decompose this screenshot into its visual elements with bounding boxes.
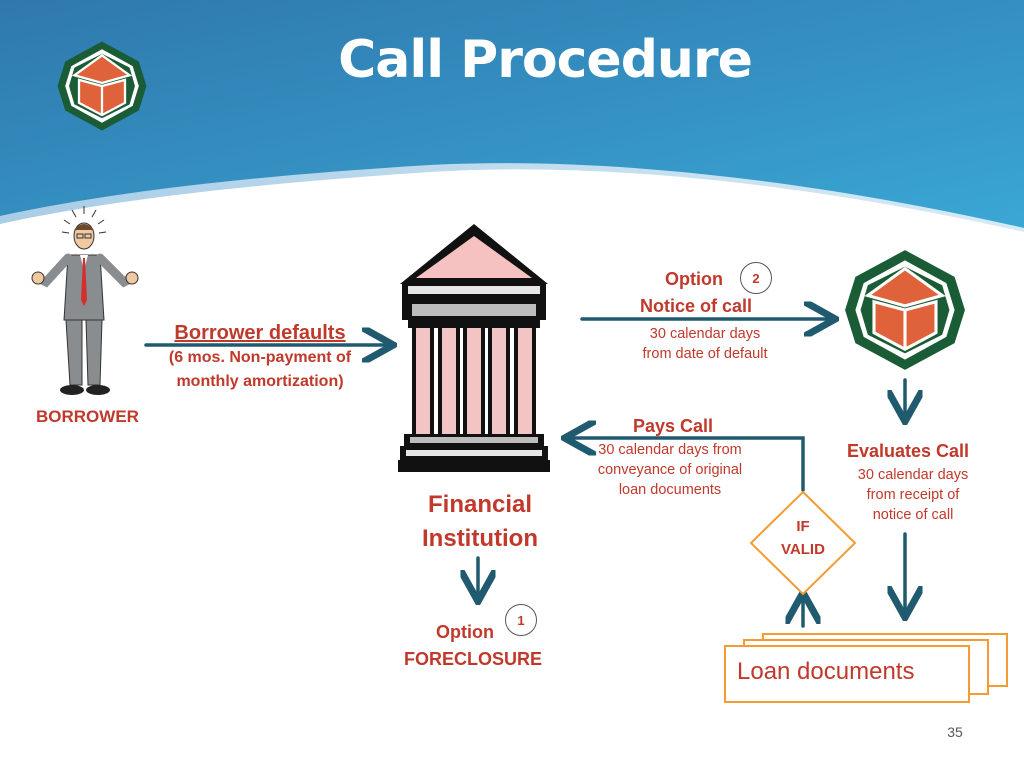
financial-institution-line2: Institution (422, 525, 538, 552)
borrower-defaults-heading: Borrower defaults (174, 322, 346, 344)
option2-number-badge: 2 (740, 262, 772, 294)
pays-call-heading: Pays Call (633, 416, 714, 436)
pays-call-detail: 30 calendar days from conveyance of orig… (580, 440, 760, 500)
header-banner (0, 0, 1024, 232)
agency-logo-icon (845, 250, 965, 370)
option2-detail: 30 calendar days from date of default (610, 324, 800, 364)
borrower-defaults-block: Borrower defaults (6 mos. Non-payment of… (150, 320, 370, 394)
loan-documents-stack (724, 633, 1008, 703)
evaluates-call-detail-3: notice of call (872, 507, 954, 523)
pays-call-detail-1: 30 calendar days from (598, 442, 742, 458)
pays-call-detail-3: loan documents (618, 482, 722, 498)
option2-label: Option (665, 269, 723, 289)
option2-detail-1: 30 calendar days (649, 326, 761, 342)
decision-line1: IF (796, 518, 810, 535)
loan-documents-label: Loan documents (737, 658, 915, 685)
decision-diamond (749, 490, 857, 596)
option2-detail-2: from date of default (642, 346, 768, 362)
option1-action: FORECLOSURE (404, 649, 543, 669)
evaluates-call-detail: 30 calendar days from receipt of notice … (838, 465, 988, 525)
evaluates-call-detail-1: 30 calendar days (857, 467, 969, 483)
decision-text: IF VALID (763, 515, 843, 561)
decision-line2: VALID (781, 541, 825, 558)
borrower-figure (31, 206, 139, 395)
borrower-defaults-detail-2: monthly amortization) (176, 373, 344, 390)
pays-call-detail-2: conveyance of original (597, 462, 743, 478)
financial-institution-line1: Financial (427, 491, 533, 518)
option1-label: Option (436, 622, 494, 642)
financial-institution-label: Financial Institution (400, 488, 560, 556)
option2-action: Notice of call (640, 296, 753, 316)
borrower-label: BORROWER (36, 407, 139, 426)
borrower-defaults-detail-1: (6 mos. Non-payment of (168, 349, 352, 366)
option1-number-badge: 1 (505, 604, 537, 636)
evaluates-call-detail-2: from receipt of (866, 487, 960, 503)
page-number: 35 (947, 724, 963, 740)
bank-building-icon (398, 224, 550, 472)
evaluates-call-heading: Evaluates Call (847, 441, 970, 461)
arrow-valid-to-bank (568, 438, 805, 492)
logo-icon (57, 41, 147, 131)
slide-title: Call Procedure (338, 30, 753, 90)
